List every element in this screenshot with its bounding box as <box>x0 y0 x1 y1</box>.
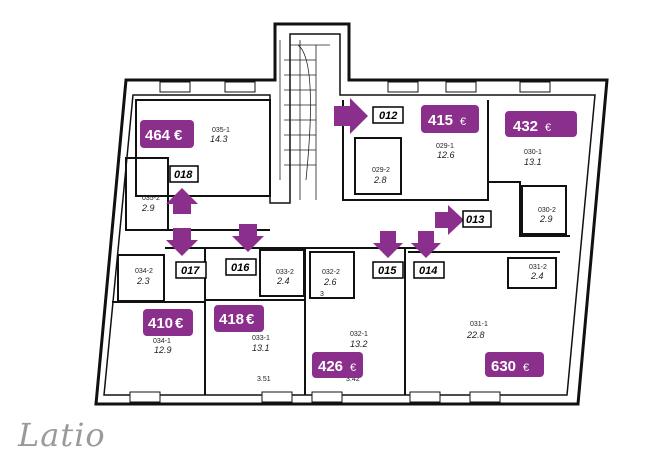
unit-label-015: 015 <box>372 261 404 279</box>
svg-text:018: 018 <box>174 169 193 181</box>
price-badge-630: 630 € <box>485 352 544 377</box>
room-030-2-area: 2.9 <box>539 214 553 224</box>
svg-text:013: 013 <box>466 214 484 226</box>
room-030-1-area: 13.1 <box>524 157 542 167</box>
unit-label-017: 017 <box>175 261 207 279</box>
arrow-down-icon <box>232 224 264 252</box>
svg-text:€: € <box>174 127 183 144</box>
svg-text:016: 016 <box>231 262 250 274</box>
outer-wall <box>94 22 609 406</box>
room-034-1-area: 12.9 <box>154 345 172 355</box>
unit-label-013: 013 <box>462 210 492 228</box>
svg-text:€: € <box>350 362 356 374</box>
svg-text:€: € <box>545 122 551 134</box>
interior-walls <box>112 99 570 395</box>
room-035-1-code: 035-1 <box>212 127 230 134</box>
room-029-2-area: 2.8 <box>373 175 387 185</box>
dimension-label: 3.51 <box>257 376 271 383</box>
room-labels: 035-1 14.3 035-2 2.9 029-1 12.6 029-2 2.… <box>135 127 556 355</box>
room-032-1-code: 032-1 <box>350 331 368 338</box>
room-034-2-area: 2.3 <box>136 276 150 286</box>
room-033-2-area: 2.4 <box>276 276 290 286</box>
svg-text:464: 464 <box>145 127 171 144</box>
price-badge-415: 415 € <box>421 105 479 133</box>
room-029-1-code: 029-1 <box>436 143 454 150</box>
room-032-2-code: 032-2 <box>322 269 340 276</box>
price-badge-426: 426 € <box>312 352 363 378</box>
room-029-2-code: 029-2 <box>372 167 390 174</box>
svg-text:012: 012 <box>379 110 397 122</box>
windows <box>129 81 551 403</box>
room-032-1-area: 13.2 <box>350 339 368 349</box>
room-031-2-area: 2.4 <box>530 271 544 281</box>
room-031-1-code: 031-1 <box>470 321 488 328</box>
staircase <box>279 40 330 200</box>
room-029-1-area: 12.6 <box>437 150 455 160</box>
arrow-right-icon <box>334 98 368 134</box>
price-badge-432: 432 € <box>505 111 577 137</box>
room-033-1-area: 13.1 <box>252 343 270 353</box>
room-031-1-area: 22.8 <box>466 330 485 340</box>
arrow-up-icon <box>166 188 198 214</box>
arrow-down-icon <box>373 231 403 258</box>
price-badge-410: 410 € <box>143 309 193 336</box>
arrows <box>166 98 464 258</box>
room-034-2-code: 034-2 <box>135 268 153 275</box>
svg-text:015: 015 <box>378 265 397 277</box>
svg-text:415: 415 <box>428 112 453 129</box>
dimension-label: 3 <box>320 291 324 298</box>
room-035-2-area: 2.9 <box>141 203 155 213</box>
svg-text:410: 410 <box>148 315 173 332</box>
price-badges: 464 € 415 € 432 € 410 € 418 € 426 € <box>140 105 577 378</box>
room-035-1-area: 14.3 <box>210 134 228 144</box>
svg-text:630: 630 <box>491 358 516 375</box>
arrow-right-icon <box>435 205 464 235</box>
room-030-2-code: 030-2 <box>538 207 556 214</box>
price-badge-464: 464 € <box>140 120 194 148</box>
price-badge-418: 418 € <box>214 305 264 332</box>
room-032-2-area: 2.6 <box>323 277 337 287</box>
svg-text:432: 432 <box>513 118 538 135</box>
svg-text:014: 014 <box>419 265 437 277</box>
arrow-down-icon <box>166 228 198 256</box>
dimension-labels: 3.51 3.42 3 <box>257 291 360 383</box>
svg-text:017: 017 <box>181 265 200 277</box>
arrow-down-icon <box>411 231 441 258</box>
unit-label-014: 014 <box>413 261 445 279</box>
unit-labels: 012 013 014 015 016 017 018 <box>169 106 492 279</box>
unit-label-012: 012 <box>372 106 404 124</box>
svg-text:€: € <box>460 116 466 128</box>
svg-text:€: € <box>246 311 255 328</box>
room-033-1-code: 033-1 <box>252 335 270 342</box>
room-034-1-code: 034-1 <box>153 338 171 345</box>
svg-text:426: 426 <box>318 358 343 375</box>
unit-label-018: 018 <box>169 165 199 183</box>
latio-logo: Latio <box>18 416 106 454</box>
dimension-label: 3.42 <box>346 376 360 383</box>
room-033-2-code: 033-2 <box>276 269 294 276</box>
svg-text:418: 418 <box>219 311 244 328</box>
svg-text:€: € <box>175 315 184 332</box>
room-031-2-code: 031-2 <box>529 264 547 271</box>
svg-text:€: € <box>523 362 529 374</box>
unit-label-016: 016 <box>225 258 257 276</box>
room-035-2-code: 035-2 <box>142 195 160 202</box>
room-030-1-code: 030-1 <box>524 149 542 156</box>
